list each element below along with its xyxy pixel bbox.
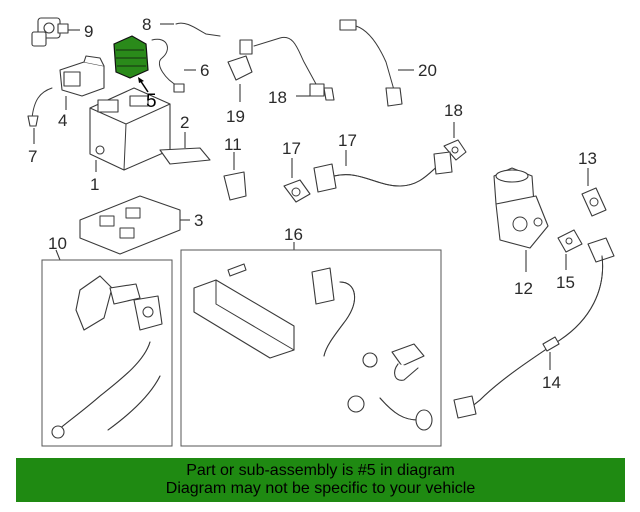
callout-16: 16 [284,225,303,244]
callout-19: 18 [268,88,287,107]
parts-diagram: 9 4 7 1 2 3 [27,15,615,447]
callout-9: 9 [84,22,93,41]
callout-21: 20 [418,61,437,80]
group-box-16 [180,242,442,447]
banner-line-2: Diagram may not be specific to your vehi… [165,480,476,497]
banner-line-1: Part or sub-assembly is #5 in diagram [186,462,455,479]
callout-2: 2 [180,113,189,132]
callout-8: 8 [142,15,151,34]
part-11-sensor[interactable] [223,152,247,201]
callout-5: 5 [146,91,157,112]
callout-12: 12 [514,279,533,298]
part-20-sensor[interactable] [227,39,253,102]
callout-11: 11 [224,135,242,154]
part-14-pipe[interactable] [453,237,615,419]
part-6-hose[interactable] [151,38,196,93]
callout-18a: 18 [444,101,463,120]
part-17-pipe[interactable] [313,150,453,193]
part-21-sensor[interactable] [339,19,414,107]
info-banner: Part or sub-assembly is #5 in diagram Di… [16,458,625,502]
part-10-assembly[interactable] [51,275,163,439]
part-18-gasket-mid[interactable] [283,158,311,203]
part-13-gasket[interactable] [581,168,607,217]
part-3-bracket[interactable] [79,195,190,255]
part-2-bracket[interactable] [159,132,211,165]
group-box-10 [41,249,173,447]
part-9-valve[interactable] [31,17,80,47]
part-8-hose[interactable] [160,22,221,37]
callout-18b: 17 [282,139,301,158]
callout-17: 17 [338,131,357,150]
part-7-hose[interactable] [27,87,53,144]
callout-15: 15 [556,273,575,292]
part-19-sensor[interactable] [253,36,335,101]
callout-3: 3 [194,211,203,230]
callout-13: 13 [578,149,597,168]
callout-1: 1 [90,175,99,194]
callout-10: 10 [48,234,67,253]
callout-4: 4 [58,111,67,130]
part-1-canister[interactable] [89,87,171,172]
callout-14: 14 [542,373,561,392]
callout-7: 7 [28,147,37,166]
part-12-egr-valve[interactable] [493,167,549,272]
part-4-valve[interactable] [59,55,105,110]
part-15-gasket[interactable] [557,229,583,270]
callout-6: 6 [200,61,209,80]
part-16-egr-cooler[interactable] [193,263,433,431]
part-18-gasket-top[interactable] [443,122,467,161]
part-5-highlighted[interactable] [113,35,149,93]
callout-20: 19 [226,107,245,126]
